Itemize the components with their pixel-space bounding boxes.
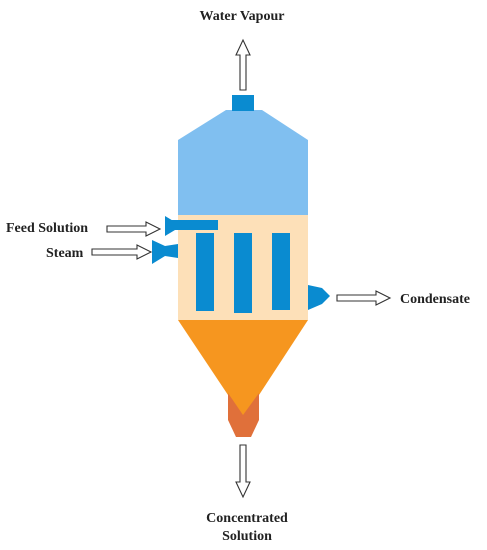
label-solution: Solution	[222, 529, 272, 544]
label-feed-solution: Feed Solution	[6, 221, 88, 236]
steam-arrow	[91, 244, 153, 260]
heating-tube-1	[196, 233, 214, 311]
concentrated-solution-arrow	[235, 444, 251, 499]
steam-inlet	[152, 240, 178, 264]
label-water-vapour: Water Vapour	[200, 9, 285, 24]
vapour-outlet-nozzle	[232, 95, 254, 111]
concentrate-cone	[178, 320, 308, 395]
label-concentrated: Concentrated	[206, 511, 288, 526]
condensate-arrow	[336, 290, 392, 306]
vapour-chamber	[178, 110, 308, 215]
feed-inlet-flange	[165, 216, 175, 236]
concentrate-outlet-shade	[228, 393, 259, 415]
feed-solution-arrow	[106, 221, 162, 237]
heating-tube-3	[272, 233, 290, 310]
feed-inlet-pipe	[168, 220, 218, 230]
water-vapour-arrow	[235, 38, 251, 91]
label-condensate: Condensate	[400, 292, 470, 307]
condensate-outlet	[308, 285, 330, 310]
label-steam: Steam	[46, 246, 84, 261]
heating-tube-2	[234, 233, 252, 313]
